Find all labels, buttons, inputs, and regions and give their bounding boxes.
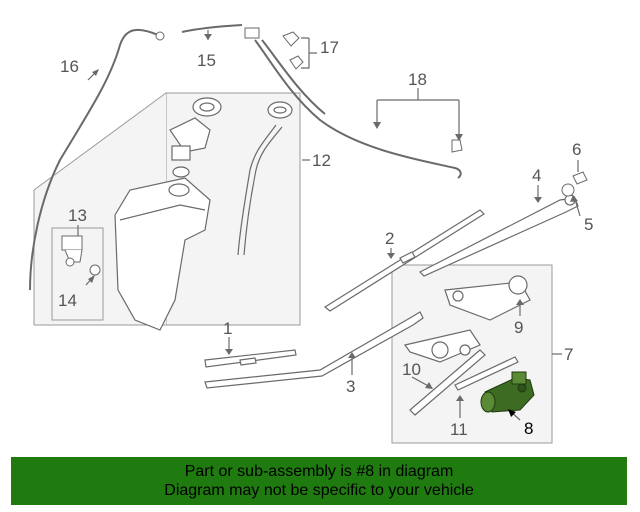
callout-5: 5 <box>584 215 593 234</box>
callout-12: 12 <box>312 151 331 170</box>
info-banner: Part or sub-assembly is #8 in diagram Di… <box>11 457 627 505</box>
wiper-blade-2 <box>323 209 485 312</box>
hose-connector-17 <box>244 27 304 70</box>
callout-6: 6 <box>572 140 581 159</box>
cap-6 <box>572 171 588 185</box>
callout-3: 3 <box>346 377 355 396</box>
callout-4: 4 <box>532 166 541 185</box>
wiper-arm-3 <box>204 311 424 389</box>
banner-line-2: Diagram may not be specific to your vehi… <box>164 482 474 499</box>
callout-13: 13 <box>68 206 87 225</box>
washer-reservoir-12 <box>114 97 293 331</box>
callout-17: 17 <box>320 38 339 57</box>
nut-5 <box>561 183 575 197</box>
parts-diagram: 16 15 17 18 12 13 14 2 4 6 5 1 3 9 7 10 … <box>29 24 593 444</box>
callout-9: 9 <box>514 318 523 337</box>
callout-14: 14 <box>58 291 77 310</box>
link-rod-10 <box>409 349 486 416</box>
wiper-blade-1 <box>204 349 297 368</box>
callout-18: 18 <box>408 70 427 89</box>
callout-10: 10 <box>402 360 421 379</box>
callout-16: 16 <box>60 57 79 76</box>
wiper-motor-8 <box>480 371 535 413</box>
link-rod-11 <box>454 356 519 391</box>
washer-hose-16 <box>29 28 159 291</box>
callout-15: 15 <box>197 51 216 70</box>
callout-2: 2 <box>385 229 394 248</box>
banner-line-1: Part or sub-assembly is #8 in diagram <box>184 463 454 480</box>
wiper-linkage-9 <box>403 275 531 363</box>
callout-8: 8 <box>524 419 533 438</box>
washer-hose-18 <box>254 39 462 179</box>
callout-11: 11 <box>450 420 468 439</box>
washer-hose-15 <box>181 24 243 33</box>
callout-1: 1 <box>223 319 232 338</box>
washer-pump-13 <box>61 235 101 276</box>
wiper-arm-4 <box>418 194 579 277</box>
callout-7: 7 <box>564 345 573 364</box>
